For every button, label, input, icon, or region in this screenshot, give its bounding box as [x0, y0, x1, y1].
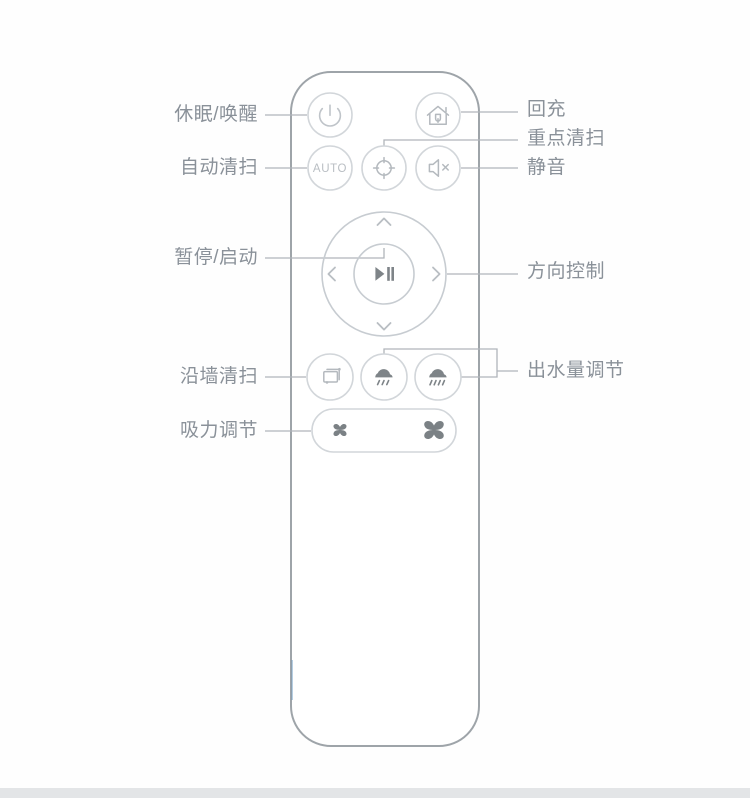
power-icon: [318, 104, 342, 127]
water-flow-low-button[interactable]: [360, 353, 408, 401]
right-arrow-icon[interactable]: [432, 266, 441, 282]
bottom-edge-band: [0, 788, 750, 798]
auto-clean-button[interactable]: AUTO: [307, 145, 353, 191]
dpad-center-button[interactable]: [353, 243, 415, 305]
dpad-outer-ring[interactable]: [321, 211, 447, 337]
play-pause-icon: [375, 267, 394, 281]
suction-adjust-bar[interactable]: [311, 408, 457, 453]
recharge-button[interactable]: [415, 92, 461, 138]
label-suction-adjust: 吸力调节: [179, 420, 258, 441]
label-recharge: 回充: [527, 99, 567, 120]
leader-water-bracket: [383, 348, 498, 378]
label-direction-control: 方向控制: [527, 261, 606, 282]
label-pause-start: 暂停/启动: [174, 247, 258, 268]
water-drop-high-icon: [429, 369, 447, 386]
edge-clean-icon: [323, 367, 341, 384]
mute-button[interactable]: [415, 145, 461, 191]
label-mute: 静音: [527, 157, 567, 178]
crosshair-icon: [372, 156, 396, 180]
down-arrow-icon[interactable]: [376, 322, 392, 331]
label-sleep-wake: 休眠/唤醒: [174, 104, 258, 125]
label-auto-clean: 自动清扫: [179, 157, 258, 178]
up-arrow-icon[interactable]: [376, 217, 392, 226]
fan-small-icon[interactable]: [333, 423, 347, 437]
speaker-mute-icon: [428, 159, 449, 177]
leader-spot-clean: [383, 139, 518, 146]
home-charge-icon: [426, 105, 450, 125]
edge-clean-button[interactable]: [306, 353, 354, 401]
auto-text-icon: AUTO: [313, 163, 347, 175]
leader-pause-start: [265, 248, 385, 259]
leader-lines: [265, 111, 518, 432]
label-water-flow: 出水量调节: [527, 360, 625, 381]
direction-pad[interactable]: [321, 211, 447, 337]
label-edge-clean: 沿墙清扫: [179, 366, 258, 387]
power-button[interactable]: [307, 92, 353, 138]
fan-large-icon[interactable]: [424, 420, 444, 440]
label-spot-clean: 重点清扫: [527, 128, 606, 149]
water-drop-low-icon: [375, 369, 393, 386]
spot-clean-button[interactable]: [361, 145, 407, 191]
water-flow-high-button[interactable]: [414, 353, 462, 401]
left-arrow-icon[interactable]: [327, 266, 336, 282]
